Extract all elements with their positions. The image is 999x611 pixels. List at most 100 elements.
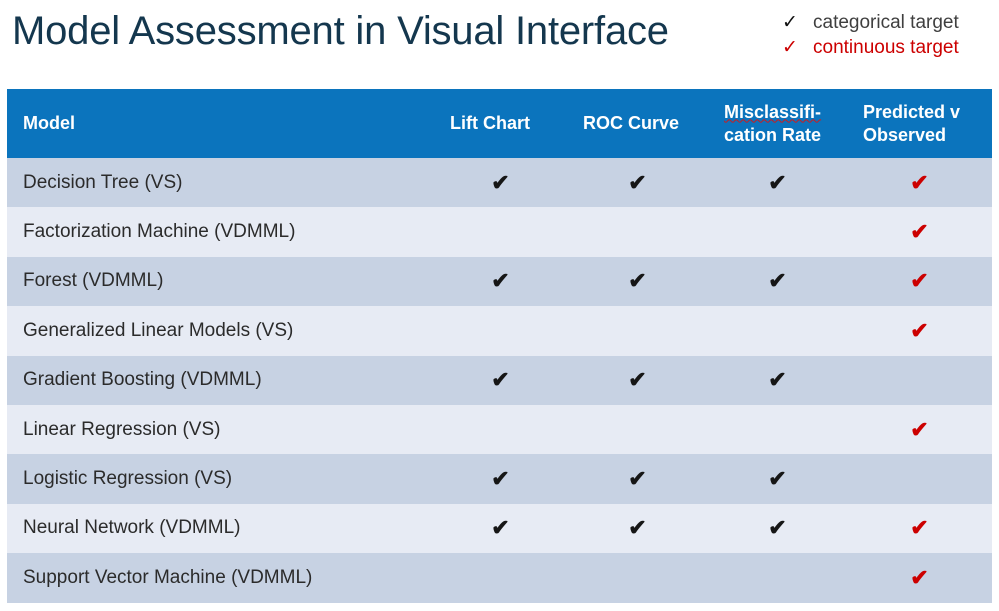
cell-model-name: Gradient Boosting (VDMML) bbox=[7, 355, 434, 405]
column-header-roc-curve-label: ROC Curve bbox=[583, 113, 680, 133]
check-black-icon: ✔ bbox=[491, 367, 510, 393]
check-black-icon: ✓ bbox=[782, 12, 798, 33]
table-row[interactable]: Decision Tree (VS) ✔ ✔ ✔ ✔ bbox=[7, 158, 992, 208]
legend-item-categorical: ✓ categorical target bbox=[775, 10, 995, 35]
check-black-icon: ✔ bbox=[768, 169, 787, 195]
table-row[interactable]: Forest (VDMML) ✔ ✔ ✔ ✔ bbox=[7, 256, 992, 307]
cell-model-name: Forest (VDMML) bbox=[7, 256, 434, 307]
cell-model-name: Logistic Regression (VS) bbox=[7, 454, 434, 504]
check-black-icon: ✔ bbox=[628, 169, 647, 195]
cell-misclassification-rate: ✔ bbox=[708, 256, 847, 307]
cell-roc-curve: ✔ bbox=[567, 404, 708, 455]
legend-label-categorical: categorical target bbox=[813, 12, 959, 33]
cell-misclassification-rate: ✔ bbox=[708, 158, 847, 208]
cell-model-name: Decision Tree (VS) bbox=[7, 158, 434, 208]
table-row[interactable]: Factorization Machine (VDMML)✔✔✔✔ bbox=[7, 207, 992, 257]
legend: ✓ categorical target ✓ continuous target bbox=[775, 10, 995, 60]
column-header-misclassification-rate[interactable]: Misclassifi-cation Rate bbox=[708, 89, 847, 158]
column-header-misclassification-rate-label-line2: cation Rate bbox=[724, 124, 822, 145]
column-header-model[interactable]: Model bbox=[7, 89, 434, 158]
column-header-lift-chart[interactable]: Lift Chart bbox=[434, 89, 567, 158]
column-header-predicted-v-observed-label-line2: Observed bbox=[863, 124, 947, 145]
check-black-icon: ✔ bbox=[768, 367, 787, 393]
check-red-icon: ✔ bbox=[910, 317, 929, 343]
cell-roc-curve: ✔ bbox=[567, 207, 708, 257]
cell-predicted-v-observed: ✔ bbox=[847, 503, 992, 554]
table-row[interactable]: Neural Network (VDMML)✔✔✔✔ bbox=[7, 503, 992, 554]
cell-roc-curve: ✔ bbox=[567, 553, 708, 603]
cell-roc-curve: ✔ bbox=[567, 158, 708, 208]
cell-misclassification-rate: ✔ bbox=[708, 553, 847, 603]
table-row[interactable]: Generalized Linear Models (VS)✔✔✔✔ bbox=[7, 306, 992, 356]
cell-predicted-v-observed: ✔ bbox=[847, 355, 992, 405]
check-black-icon: ✔ bbox=[768, 268, 787, 294]
column-header-lift-chart-label: Lift Chart bbox=[450, 113, 530, 133]
check-black-icon: ✔ bbox=[768, 466, 787, 492]
cell-roc-curve: ✔ bbox=[567, 454, 708, 504]
legend-label-continuous: continuous target bbox=[813, 37, 959, 58]
check-red-icon: ✔ bbox=[910, 169, 929, 195]
check-black-icon: ✔ bbox=[628, 367, 647, 393]
table-row[interactable]: Gradient Boosting (VDMML) ✔ ✔ ✔ ✔ bbox=[7, 355, 992, 405]
cell-roc-curve: ✔ bbox=[567, 306, 708, 356]
page-title: Model Assessment in Visual Interface bbox=[12, 9, 669, 53]
check-black-icon: ✔ bbox=[491, 268, 510, 294]
cell-predicted-v-observed: ✔ bbox=[847, 207, 992, 257]
cell-misclassification-rate: ✔ bbox=[708, 503, 847, 554]
cell-misclassification-rate: ✔ bbox=[708, 454, 847, 504]
table-row[interactable]: Linear Regression (VS)✔✔✔✔ bbox=[7, 404, 992, 455]
cell-lift-chart: ✔ bbox=[434, 158, 567, 208]
check-black-icon: ✔ bbox=[628, 515, 647, 541]
legend-item-continuous: ✓ continuous target bbox=[775, 35, 995, 60]
table-body: Decision Tree (VS)✔✔✔✔Factorization Mach… bbox=[7, 158, 992, 603]
cell-misclassification-rate: ✔ bbox=[708, 404, 847, 455]
cell-predicted-v-observed: ✔ bbox=[847, 306, 992, 356]
check-red-icon: ✔ bbox=[910, 268, 929, 294]
check-black-icon: ✔ bbox=[491, 169, 510, 195]
cell-predicted-v-observed: ✔ bbox=[847, 553, 992, 603]
cell-lift-chart: ✔ bbox=[434, 256, 567, 307]
table-header: Model Lift Chart ROC Curve Misclassifi-c… bbox=[7, 89, 992, 158]
cell-predicted-v-observed: ✔ bbox=[847, 256, 992, 307]
cell-model-name: Support Vector Machine (VDMML) bbox=[7, 553, 434, 603]
cell-misclassification-rate: ✔ bbox=[708, 306, 847, 356]
cell-misclassification-rate: ✔ bbox=[708, 355, 847, 405]
table-header-row: Model Lift Chart ROC Curve Misclassifi-c… bbox=[7, 89, 992, 158]
cell-roc-curve: ✔ bbox=[567, 355, 708, 405]
cell-model-name: Linear Regression (VS) bbox=[7, 404, 434, 455]
column-header-roc-curve[interactable]: ROC Curve bbox=[567, 89, 708, 158]
check-black-icon: ✔ bbox=[491, 466, 510, 492]
cell-misclassification-rate: ✔ bbox=[708, 207, 847, 257]
cell-lift-chart: ✔ bbox=[434, 503, 567, 554]
check-red-icon: ✔ bbox=[910, 219, 929, 245]
cell-predicted-v-observed: ✔ bbox=[847, 454, 992, 504]
column-header-predicted-v-observed-label-line1: Predicted v bbox=[863, 101, 961, 122]
check-red-icon: ✔ bbox=[910, 564, 929, 590]
cell-lift-chart: ✔ bbox=[434, 404, 567, 455]
cell-lift-chart: ✔ bbox=[434, 454, 567, 504]
cell-predicted-v-observed: ✔ bbox=[847, 404, 992, 455]
cell-roc-curve: ✔ bbox=[567, 256, 708, 307]
check-red-icon: ✓ bbox=[782, 37, 798, 58]
table-row[interactable]: Support Vector Machine (VDMML)✔✔✔✔ bbox=[7, 553, 992, 603]
check-black-icon: ✔ bbox=[491, 515, 510, 541]
check-black-icon: ✔ bbox=[768, 515, 787, 541]
cell-model-name: Factorization Machine (VDMML) bbox=[7, 207, 434, 257]
cell-lift-chart: ✔ bbox=[434, 306, 567, 356]
check-red-icon: ✔ bbox=[910, 515, 929, 541]
check-black-icon: ✔ bbox=[628, 466, 647, 492]
check-black-icon: ✔ bbox=[628, 268, 647, 294]
column-header-model-label: Model bbox=[23, 113, 75, 133]
check-red-icon: ✔ bbox=[910, 416, 929, 442]
column-header-misclassification-rate-label-line1: Misclassifi- bbox=[724, 101, 822, 122]
cell-lift-chart: ✔ bbox=[434, 207, 567, 257]
cell-lift-chart: ✔ bbox=[434, 553, 567, 603]
cell-model-name: Generalized Linear Models (VS) bbox=[7, 306, 434, 356]
cell-roc-curve: ✔ bbox=[567, 503, 708, 554]
cell-predicted-v-observed: ✔ bbox=[847, 158, 992, 208]
model-assessment-table: Model Lift Chart ROC Curve Misclassifi-c… bbox=[7, 89, 992, 603]
cell-lift-chart: ✔ bbox=[434, 355, 567, 405]
table-row[interactable]: Logistic Regression (VS) ✔ ✔ ✔ ✔ bbox=[7, 454, 992, 504]
